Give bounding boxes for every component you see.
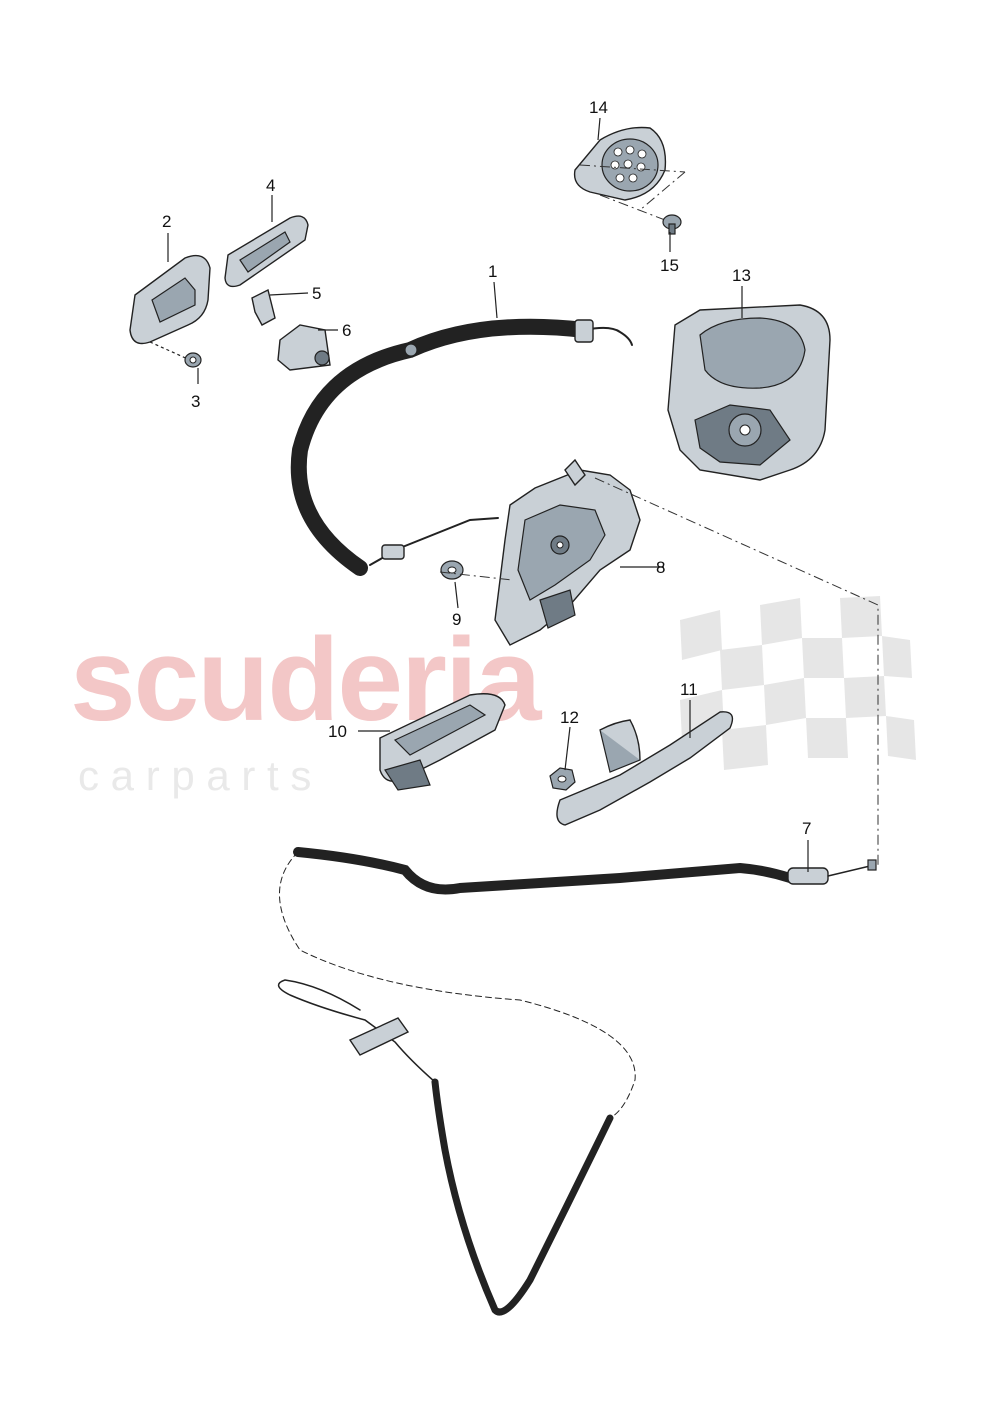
callout-6: 6 <box>342 321 351 340</box>
part-3-nut <box>184 352 202 368</box>
part-2-bracket <box>129 254 211 361</box>
part-10-light-housing <box>379 693 506 791</box>
callout-9: 9 <box>452 610 461 629</box>
part-5-clip <box>251 288 276 326</box>
callout-10: 10 <box>328 722 347 741</box>
part-7-release-cable <box>277 847 877 1316</box>
watermark-checkered-flag <box>680 596 916 770</box>
part-11-bracket-plate <box>556 711 734 826</box>
part-9-grommet <box>439 560 513 581</box>
callout-8: 8 <box>656 558 665 577</box>
callout-1: 1 <box>488 262 497 281</box>
callout-13: 13 <box>732 266 751 285</box>
callout-12: 12 <box>560 708 579 727</box>
callout-14: 14 <box>589 98 608 117</box>
callout-2: 2 <box>162 212 171 231</box>
part-13-lock-motor <box>667 304 831 481</box>
leader-lines <box>167 117 809 872</box>
part-6-cylinder-cap <box>277 324 331 371</box>
callout-7: 7 <box>802 819 811 838</box>
callout-labels: 2 4 3 5 6 1 8 9 10 11 12 7 13 14 15 <box>162 98 811 838</box>
part-1-bowden-cable <box>290 318 633 576</box>
callout-11: 11 <box>680 680 698 699</box>
part-14-connector <box>573 126 686 221</box>
callout-5: 5 <box>312 284 321 303</box>
callout-4: 4 <box>266 176 275 195</box>
part-15-screw <box>662 214 682 235</box>
part-12-nut <box>549 767 576 791</box>
callout-3: 3 <box>191 392 200 411</box>
part-8-lock-mechanism <box>494 458 641 646</box>
callout-15: 15 <box>660 256 679 275</box>
watermark-subtitle: c a r p a r t s <box>78 752 311 799</box>
part-4-handle-module <box>224 215 309 288</box>
